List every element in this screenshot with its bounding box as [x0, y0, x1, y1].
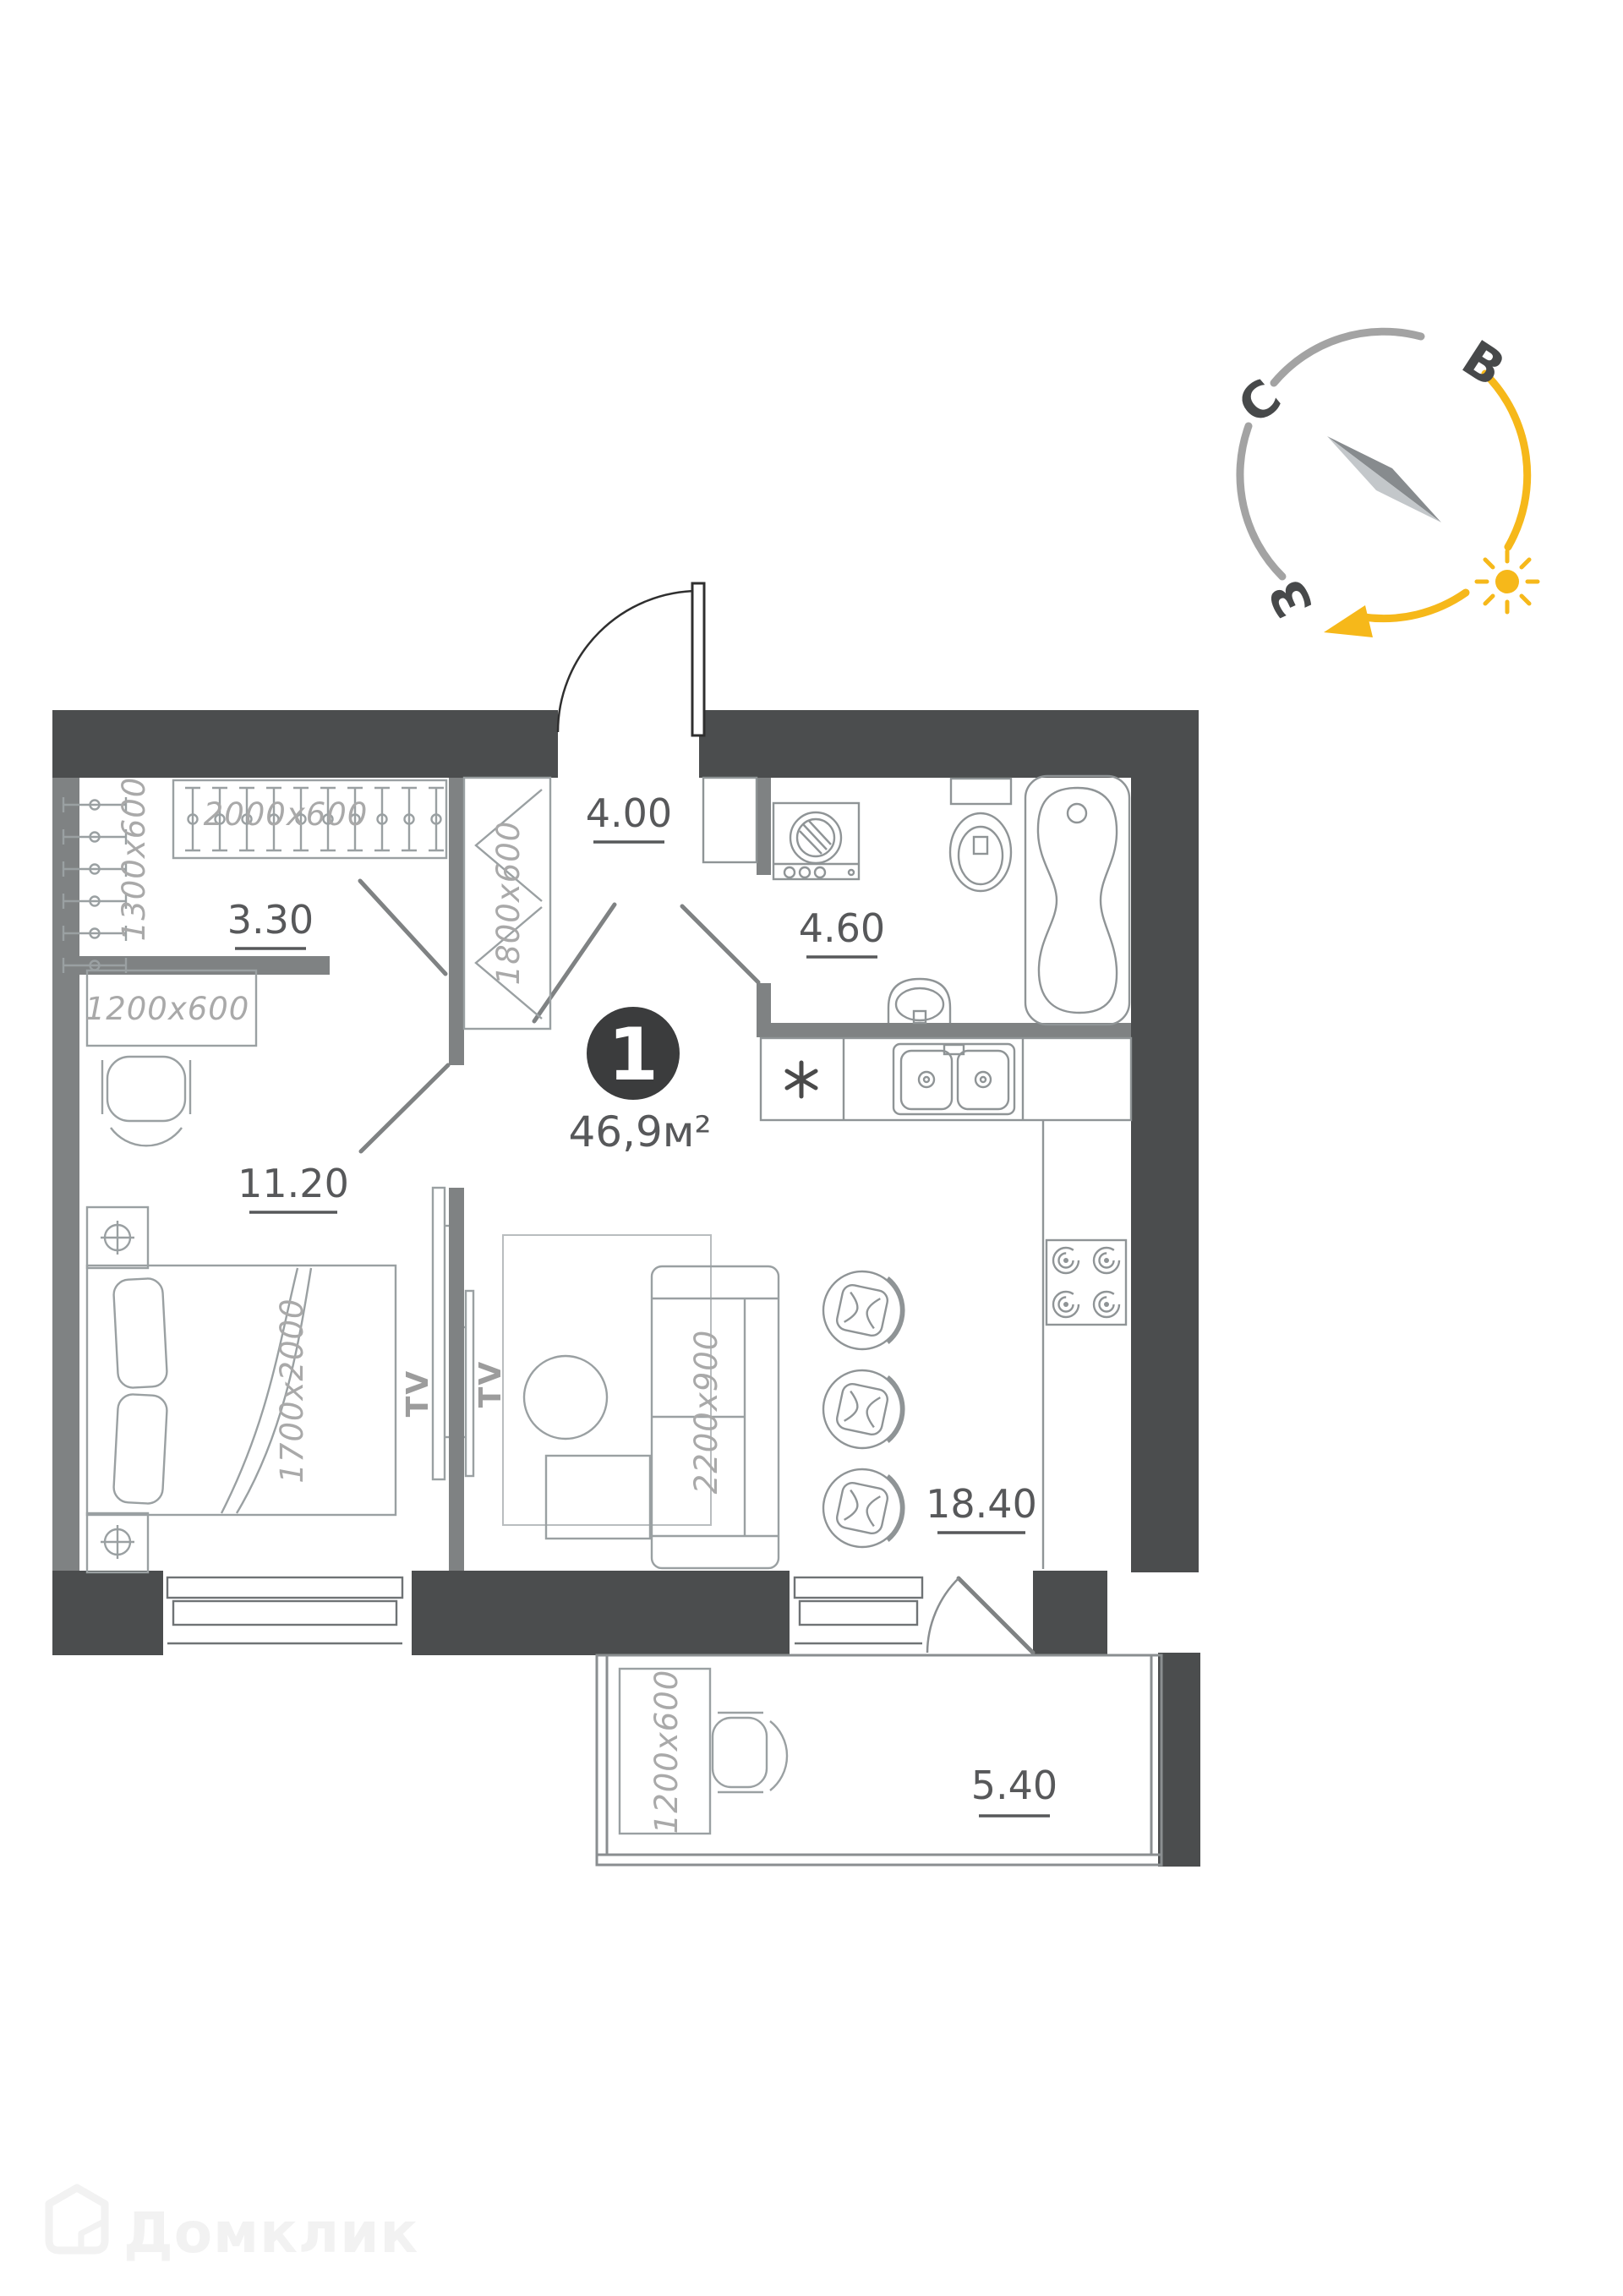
- balcony-desk: 1200x600: [618, 1667, 712, 1835]
- armchair-1: [823, 1271, 903, 1349]
- hallway-wardrobe-dimension: 1800x600: [490, 821, 527, 986]
- wall-top-right: [699, 710, 1199, 778]
- watermark: Домклик: [45, 2184, 418, 2266]
- tv-bedroom: TV: [401, 1186, 449, 1481]
- balcony-desk-dimension: 1200x600: [648, 1670, 685, 1834]
- hallway-wardrobe: 1800x600: [462, 776, 552, 1030]
- tv-living: TV: [464, 1289, 508, 1478]
- washing-machine: [772, 801, 861, 881]
- bathroom-door-leaf: [680, 904, 761, 985]
- hallway-room: 4.00: [586, 776, 758, 864]
- double-bed: 1700x2000: [85, 1264, 397, 1517]
- balcony-room: 1200x600 5.40: [595, 1654, 1163, 1867]
- compass-arc-yellow-bottom: [1359, 588, 1470, 623]
- wall-bottom-c: [1033, 1571, 1107, 1655]
- bedroom-desk: 1200x600: [85, 969, 258, 1047]
- wall-balcony-right: [1158, 1653, 1200, 1867]
- bedroom-desk-chair: [101, 1055, 192, 1147]
- nightstand-top: [85, 1205, 150, 1270]
- domclick-logo-icon: [45, 2184, 109, 2255]
- compass-needle-icon: [1327, 436, 1441, 522]
- sofa: 2200x900: [650, 1265, 780, 1570]
- compass-arrowhead: [1324, 605, 1373, 637]
- living-room: TV 2200x900 18.40: [464, 1234, 1037, 1570]
- unit-badge: 1 46,9м²: [568, 1007, 712, 1156]
- watermark-brand: Домклик: [123, 2200, 418, 2266]
- unit-number: 1: [608, 1013, 658, 1097]
- round-table: [522, 1354, 609, 1440]
- sun-icon: [1474, 549, 1540, 615]
- room-area-living: 18.40: [926, 1481, 1037, 1527]
- sofa-dimension: 2200x900: [688, 1330, 724, 1495]
- compass-label-east: В: [1452, 329, 1515, 397]
- wall-bottom-b: [412, 1571, 790, 1655]
- balcony-chair: [711, 1711, 789, 1794]
- kitchen-vent-symbol: [784, 1060, 818, 1099]
- bed-dimension: 1700x2000: [274, 1298, 310, 1483]
- entry-door-leaf: [691, 582, 706, 737]
- entry-door-swing-arc: [556, 589, 700, 733]
- armchair-3: [823, 1469, 903, 1547]
- closet-room: 2000x600 1300x600 3.30: [62, 777, 448, 975]
- partition-bath-bottom: [757, 1023, 1131, 1037]
- wall-left: [52, 778, 79, 1571]
- bathtub: [1024, 774, 1131, 1026]
- stove: [1045, 1238, 1128, 1326]
- room-area-balcony: 5.40: [971, 1763, 1057, 1808]
- room-area-closet: 3.30: [227, 897, 314, 943]
- hallway-cabinet: [702, 776, 758, 864]
- entry-door: [556, 582, 706, 737]
- compass-arc-yellow-right: [1481, 369, 1532, 551]
- room-area-hallway: 4.00: [586, 790, 672, 836]
- window-living: [793, 1576, 924, 1645]
- room-area-bathroom: 4.60: [799, 905, 885, 951]
- room-area-bedroom: 11.20: [238, 1161, 349, 1206]
- compass-arc-gray-top: [1270, 327, 1425, 387]
- partition-bedroom-living: [449, 1188, 464, 1571]
- kitchen-zone: [759, 1036, 1133, 1569]
- toilet: [948, 777, 1013, 893]
- partition-bath-upper: [757, 778, 771, 875]
- wall-right: [1131, 778, 1199, 1572]
- closet-rail-top: [172, 779, 448, 860]
- wall-bottom-a: [52, 1571, 163, 1655]
- compass-rose: С В З: [1227, 327, 1540, 637]
- bathroom-room: 4.60: [772, 774, 1131, 1026]
- partition-bath-stub: [757, 983, 771, 1023]
- bedroom-desk-dimension: 1200x600: [85, 991, 250, 1027]
- nightstand-bottom: [85, 1512, 150, 1574]
- closet-rail-top-dimension: 2000x600: [204, 796, 369, 833]
- walls-partitions: [52, 778, 1131, 1571]
- closet-rail-left-dimension: 1300x600: [116, 777, 152, 942]
- partition-hall-upper: [449, 778, 464, 1065]
- bedroom-door-leaf: [358, 1063, 451, 1154]
- compass-label-west: З: [1257, 571, 1324, 626]
- wall-top-left: [52, 710, 558, 778]
- kitchen-sink: [892, 1042, 1016, 1116]
- kitchen-counter: [759, 1036, 1133, 1122]
- balcony-glazing-outer: [595, 1654, 1163, 1867]
- window-bedroom: [166, 1576, 404, 1645]
- living-rug: [502, 1234, 712, 1526]
- tv-bedroom-label: TV: [401, 1369, 435, 1417]
- bedroom-room: 1200x600 11.20 1700x2000: [85, 969, 449, 1574]
- closet-door-leaf: [358, 878, 448, 976]
- hallway-door-leaf: [532, 902, 617, 1024]
- unit-total-area: 46,9м²: [568, 1107, 711, 1156]
- bathroom-sink: [887, 977, 952, 1025]
- balcony-door: [926, 1576, 1036, 1655]
- armchair-2: [823, 1370, 903, 1448]
- unit-badge-circle: [587, 1007, 680, 1100]
- compass-arc-gray-left: [1236, 422, 1287, 581]
- coffee-table: [544, 1454, 652, 1540]
- walls-structural: [52, 710, 1200, 1867]
